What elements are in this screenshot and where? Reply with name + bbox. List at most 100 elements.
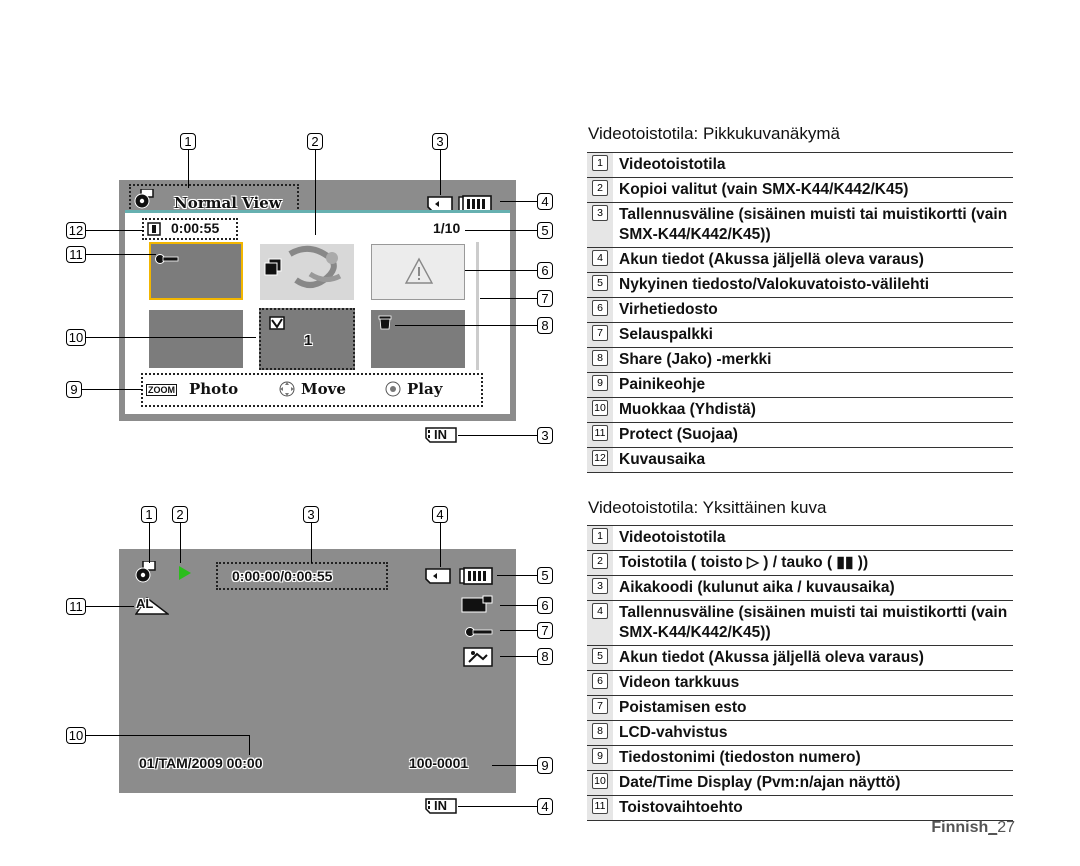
legend-item: 2 Toistotila ( toisto ▷ ) / tauko ( ▮▮ )) — [587, 551, 1013, 576]
callout-4: 4 — [537, 193, 553, 210]
callout-11: 11 — [66, 246, 86, 263]
callout-5: 5 — [537, 222, 553, 239]
item-number: 5 — [592, 275, 608, 291]
battery-icon — [459, 567, 493, 590]
leader-line — [480, 298, 537, 299]
legend-item: 5 Nykyinen tiedosto/Valokuvatoisto-välile… — [587, 273, 1013, 298]
file-name: 100-0001 — [409, 755, 469, 771]
item-number: 3 — [592, 578, 608, 594]
leader-line — [500, 630, 537, 631]
item-text: Kuvausaika — [619, 451, 706, 468]
scroll-bar[interactable] — [476, 242, 479, 370]
footer-page-number: 27 — [997, 819, 1015, 836]
thumbnail-shared[interactable] — [371, 310, 465, 368]
guide-photo: Photo — [189, 380, 239, 398]
leader-line — [458, 806, 537, 807]
leader-line — [395, 325, 537, 326]
thumbnail-plain[interactable] — [149, 310, 243, 368]
copy-mark-icon — [264, 258, 282, 281]
thumbnail-copy-selected[interactable] — [260, 244, 354, 300]
leader-line — [492, 765, 537, 766]
merge-icon — [269, 316, 285, 335]
callout-1: 1 — [141, 506, 157, 523]
guide-move: Move — [301, 380, 346, 398]
page-footer: Finnish_27 — [931, 819, 1015, 836]
callout-9: 9 — [537, 757, 553, 774]
item-number: 1 — [592, 155, 608, 171]
leader-line — [311, 523, 312, 563]
callout-2: 2 — [172, 506, 188, 523]
thumbnail-merge[interactable]: 1 — [259, 308, 355, 370]
item-text: Videotoistotila — [619, 156, 726, 173]
item-number: 12 — [592, 450, 608, 466]
leader-line — [458, 435, 537, 436]
leader-line — [86, 735, 249, 736]
item-text: Tallennusväline (sisäinen muisti tai mui… — [619, 604, 1008, 641]
callout-3: 3 — [537, 427, 553, 444]
callout-3: 3 — [432, 133, 448, 150]
callout-4: 4 — [432, 506, 448, 523]
leader-line — [500, 201, 537, 202]
share-mark-icon — [377, 314, 393, 335]
protect-key-icon — [155, 252, 179, 270]
item-text: Share (Jako) -merkki — [619, 351, 772, 368]
recording-time-box — [142, 218, 238, 240]
internal-memory-label: IN — [434, 427, 447, 442]
storage-icon — [425, 568, 451, 589]
callout-6: 6 — [537, 262, 553, 279]
item-number: 7 — [592, 325, 608, 341]
warning-icon — [404, 257, 434, 290]
play-option-icon — [134, 596, 171, 620]
leader-line — [440, 150, 441, 195]
lcd-enhancer-icon — [463, 647, 493, 672]
item-text: Virhetiedosto — [619, 301, 718, 318]
callout-8: 8 — [537, 317, 553, 334]
internal-memory-icon — [425, 798, 457, 819]
leader-line — [465, 270, 537, 271]
callout-2: 2 — [307, 133, 323, 150]
play-button-icon — [385, 381, 401, 402]
item-text: Muokkaa (Yhdistä) — [619, 401, 756, 418]
leader-line — [82, 389, 142, 390]
item-text: Nykyinen tiedosto/Valokuvatoisto-välileh… — [619, 276, 930, 293]
item-number: 2 — [592, 553, 608, 569]
item-text: Videon tarkkuus — [619, 674, 740, 691]
thumbnail-error-file[interactable] — [371, 244, 465, 300]
thumbnail-view-screen: Normal View 0:00:55 1/10 — [119, 180, 516, 421]
callout-8: 8 — [537, 648, 553, 665]
timecode: 0:00:00/0:00:55 — [232, 568, 333, 584]
callout-10: 10 — [66, 329, 86, 346]
item-text: Protect (Suojaa) — [619, 426, 738, 443]
internal-memory-icon — [425, 427, 457, 443]
move-joystick-icon — [279, 381, 295, 402]
zoom-label: ZOOM — [146, 384, 177, 396]
thumbnail-protected[interactable] — [149, 242, 243, 300]
item-text: Toistovaihtoehto — [619, 799, 743, 816]
item-text: Date/Time Display (Pvm:n/ajan näyttö) — [619, 774, 901, 791]
video-mode-icon — [133, 188, 157, 209]
item-number: 4 — [592, 603, 608, 619]
single-view-screen: 0:00:00/0:00:55 AL 01/TAM/2009 00:00 100… — [119, 549, 516, 793]
item-text: LCD-vahvistus — [619, 724, 728, 741]
item-text: Kopioi valitut (vain SMX-K44/K442/K45) — [619, 181, 909, 198]
recording-time-icon — [147, 222, 161, 236]
leader-line — [497, 575, 537, 576]
callout-1: 1 — [180, 133, 196, 150]
item-number: 1 — [592, 528, 608, 544]
item-number: 11 — [592, 425, 608, 441]
item-number: 6 — [592, 300, 608, 316]
item-text: Toistotila ( toisto ▷ ) / tauko ( ▮▮ )) — [619, 554, 869, 571]
file-counter: 1/10 — [433, 220, 461, 236]
